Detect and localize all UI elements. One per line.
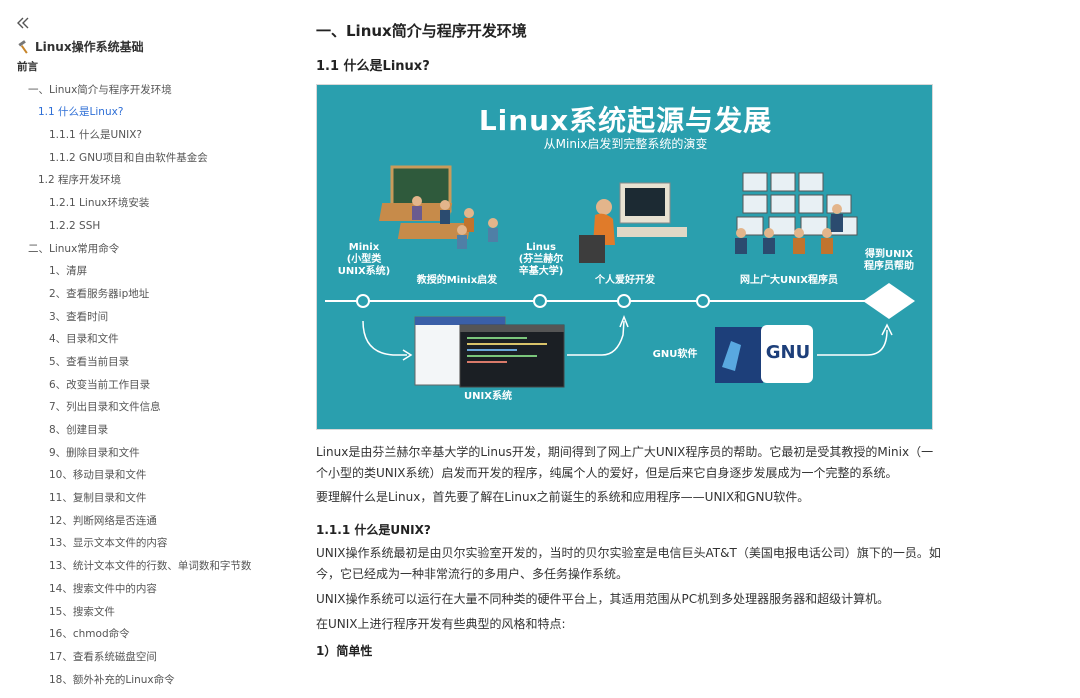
document-title[interactable]: Linux操作系统基础 xyxy=(17,38,144,55)
paragraph-unix-origin: UNIX操作系统最初是由贝尔实验室开发的，当时的贝尔实验室是电信巨头AT&T（美… xyxy=(316,546,941,581)
illustration-title: Linux系统起源与发展 xyxy=(478,104,773,137)
toc-item[interactable]: 1.2.2 SSH xyxy=(49,219,101,232)
toc-item[interactable]: 13、显示文本文件的内容 xyxy=(49,537,168,550)
subsection-heading: 1.1 什么是Linux? xyxy=(316,59,430,74)
illustration-subtitle: 从Minix启发到完整系统的演变 xyxy=(543,137,708,151)
toc-item[interactable]: 10、移动目录和文件 xyxy=(49,469,147,482)
sidebar: Linux操作系统基础 前言一、Linux简介与程序开发环境 1.1 什么是Lin… xyxy=(0,0,300,698)
gnu-logo xyxy=(715,325,813,383)
illustration-artwork xyxy=(325,165,915,388)
toc-item[interactable]: 6、改变当前工作目录 xyxy=(49,378,151,391)
document-title-text: Linux操作系统基础 xyxy=(35,40,144,54)
classroom-scene xyxy=(379,165,498,249)
toc-item[interactable]: 1.1.1 什么是UNIX? xyxy=(49,129,142,142)
toc-item[interactable]: 17、查看系统磁盘空间 xyxy=(49,650,157,663)
collapse-sidebar-icon[interactable] xyxy=(14,14,32,32)
toc-item[interactable]: 1.1 什么是Linux? xyxy=(38,106,124,119)
toc-item[interactable]: 8、创建目录 xyxy=(49,424,109,436)
hammer-icon xyxy=(18,39,28,54)
toc-item[interactable]: 13、统计文本文件的行数、单词数和字节数 xyxy=(49,560,252,573)
simplicity-heading: 1）简单性 xyxy=(316,644,373,658)
paragraph-unix-platforms: UNIX操作系统可以运行在大量不同种类的硬件平台上，其适用范围从PC机到多处理器… xyxy=(316,592,890,606)
toc-item[interactable]: 12、判断网络是否连通 xyxy=(49,514,157,527)
developer-scene xyxy=(579,182,687,263)
toc-item[interactable]: 前言 xyxy=(17,61,38,73)
toc-item[interactable]: 9、删除目录和文件 xyxy=(49,446,140,459)
paragraph-understand-linux: 要理解什么是Linux，首先要了解在Linux之前诞生的系统和应用程序——UNI… xyxy=(316,490,810,504)
toc-item[interactable]: 2、查看服务器ip地址 xyxy=(49,287,150,300)
toc-item[interactable]: 1、清屏 xyxy=(49,265,88,278)
label-gnu-software: GNU软件 xyxy=(652,349,698,360)
toc-item[interactable]: 14、搜索文件中的内容 xyxy=(49,582,157,595)
main-content: 一、Linux简介与程序开发环境 1.1 什么是Linux? xyxy=(316,0,956,698)
toc-item[interactable]: 1.2.1 Linux环境安装 xyxy=(49,197,150,210)
paragraph-unix-style: 在UNIX上进行程序开发有些典型的风格和特点: xyxy=(316,617,566,631)
subsubsection-heading: 1.1.1 什么是UNIX? xyxy=(316,523,431,537)
toc-item[interactable]: 二、Linux常用命令 xyxy=(28,242,120,255)
gnu-logo-text: GNU xyxy=(765,342,811,363)
toc-item[interactable]: 1.2 程序开发环境 xyxy=(38,174,122,187)
toc-item[interactable]: 1.1.2 GNU项目和自由软件基金会 xyxy=(49,151,208,164)
section-heading: 一、Linux简介与程序开发环境 xyxy=(316,22,527,40)
toc-item[interactable]: 5、查看当前目录 xyxy=(49,355,130,368)
label-hobby: 个人爱好开发 xyxy=(595,275,655,286)
timeline xyxy=(325,283,915,361)
toc-item[interactable]: 11、复制目录和文件 xyxy=(49,492,147,505)
toc-item[interactable]: 3、查看时间 xyxy=(49,310,109,323)
toc-item[interactable]: 7、列出目录和文件信息 xyxy=(49,401,161,414)
label-programmers: 网上广大UNIX程序员 xyxy=(740,275,838,286)
toc-item[interactable]: 15、搜索文件 xyxy=(49,605,115,618)
label-linus: Linus(芬兰赫尔辛基大学) xyxy=(518,242,564,277)
label-professor: 教授的Minix启发 xyxy=(416,275,498,286)
toc-item[interactable]: 16、chmod命令 xyxy=(49,628,130,641)
programmers-scene xyxy=(735,172,858,254)
toc-item[interactable]: 4、目录和文件 xyxy=(49,333,119,346)
paragraph-linux-intro: Linux是由芬兰赫尔辛基大学的Linus开发，期间得到了网上广大UNIX程序员… xyxy=(316,445,934,480)
label-unix-system: UNIX系统 xyxy=(464,391,512,402)
toc-item[interactable]: 18、额外补充的Linux命令 xyxy=(49,673,175,686)
table-of-contents: 前言一、Linux简介与程序开发环境 1.1 什么是Linux? 1.1.1 什么是… xyxy=(0,56,300,691)
unix-windows xyxy=(414,316,565,388)
toc-item[interactable]: 一、Linux简介与程序开发环境 xyxy=(28,83,172,96)
